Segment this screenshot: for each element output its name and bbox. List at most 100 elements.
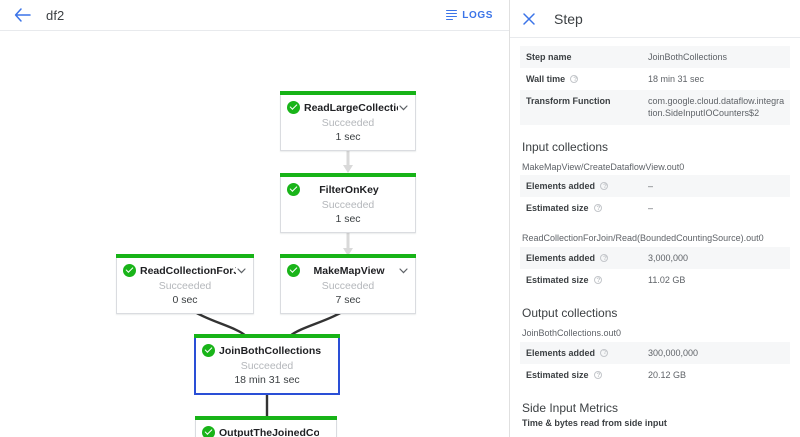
node-time-label: 0 sec: [172, 294, 198, 306]
node-time-label: 1 sec: [335, 213, 361, 225]
table-row: Elements added 3,000,000: [520, 247, 790, 270]
chevron-down-icon[interactable]: [398, 104, 409, 111]
row-label: Transform Function: [520, 90, 642, 125]
row-label: Step name: [520, 46, 642, 69]
chevron-down-icon[interactable]: [398, 267, 409, 274]
side-input-metrics-title: Side Input Metrics: [522, 401, 619, 416]
row-label: Elements added: [520, 341, 642, 365]
table-row: Step name JoinBothCollections: [520, 46, 790, 69]
spacer: [520, 219, 790, 232]
row-value: com.google.cloud.dataflow.integration.Si…: [642, 90, 790, 125]
node-title: ReadCollectionForJoin: [140, 264, 236, 277]
chevron-down-icon[interactable]: [236, 267, 247, 274]
table-row: Wall time 18 min 31 sec: [520, 68, 790, 90]
output-collections-title: Output collections: [522, 306, 618, 321]
row-label-text: Estimated size: [526, 203, 589, 214]
row-value: 20.12 GB: [648, 370, 687, 381]
help-icon[interactable]: [600, 181, 609, 192]
node-header: ReadLargeCollectionFr...: [281, 95, 415, 114]
node-status-stripe: [280, 254, 416, 258]
row-label: Wall time: [520, 68, 642, 90]
node-header: FilterOnKey: [281, 177, 415, 196]
node-time-label: 7 sec: [335, 294, 361, 306]
job-title: df2: [46, 7, 65, 23]
row-label-text: Wall time: [526, 74, 566, 85]
help-icon[interactable]: [593, 203, 603, 214]
logs-list-icon: [446, 9, 458, 21]
panel-title: Step: [554, 10, 583, 27]
pipeline-pane: df2 LOGS: [0, 0, 510, 437]
help-icon[interactable]: [593, 370, 603, 381]
node-time-label: 18 min 31 sec: [234, 374, 300, 386]
row-value: 18 min 31 sec: [648, 74, 705, 85]
table-row: Elements added –: [520, 175, 790, 198]
node-status-label: Succeeded: [321, 280, 375, 292]
graph-node-join-both-collections[interactable]: JoinBothCollections Succeeded 18 min 31 …: [194, 334, 340, 395]
row-label-text: Estimated size: [526, 370, 589, 381]
node-status-label: Succeeded: [158, 280, 212, 292]
panel-header: Step: [510, 0, 800, 38]
help-icon[interactable]: [570, 74, 579, 85]
help-icon[interactable]: [600, 253, 609, 264]
node-status-label: Succeeded: [321, 199, 375, 211]
back-arrow-icon[interactable]: [12, 5, 32, 25]
output-collection-metrics-0: Elements added 300,000,000 Estimated siz…: [520, 341, 790, 386]
node-header: OutputTheJoinedCollec...: [196, 420, 336, 437]
table-row: Estimated size –: [520, 197, 790, 219]
success-check-icon: [287, 101, 300, 114]
column-header-side-input-collection: Side input collection: [520, 432, 650, 437]
row-label-text: Estimated size: [526, 275, 589, 286]
side-input-metrics-subtitle: Time & bytes read from side input: [522, 418, 667, 429]
pipeline-graph[interactable]: ReadLargeCollectionFr... Succeeded 1 sec…: [0, 31, 509, 437]
graph-node-filter-on-key[interactable]: FilterOnKey Succeeded 1 sec: [280, 173, 416, 233]
node-title: MakeMapView: [313, 264, 385, 277]
step-summary-table: Step name JoinBothCollections Wall time …: [520, 46, 790, 125]
node-title: FilterOnKey: [319, 183, 379, 196]
node-title: OutputTheJoinedCollec...: [219, 426, 319, 437]
row-value: –: [648, 203, 654, 214]
side-input-metrics-table: Side input collection Time spent reading…: [520, 432, 790, 437]
node-header: ReadCollectionForJoin: [117, 258, 253, 277]
logs-button[interactable]: LOGS: [442, 7, 497, 24]
node-status-stripe: [280, 91, 416, 95]
table-row: Elements added 300,000,000: [520, 341, 790, 365]
success-check-icon: [287, 264, 300, 277]
panel-body: Step name JoinBothCollections Wall time …: [510, 38, 800, 437]
input-collection-metrics-0: Elements added – Estimated size –: [520, 175, 790, 219]
node-status-label: Succeeded: [321, 117, 375, 129]
row-value: –: [642, 175, 790, 198]
input-collection-name: ReadCollectionForJoin/Read(BoundedCounti…: [522, 233, 764, 244]
help-icon[interactable]: [593, 275, 603, 286]
table-row: Estimated size 20.12 GB: [520, 364, 790, 386]
row-label: Elements added: [520, 175, 642, 198]
node-time-label: 1 sec: [335, 131, 361, 143]
node-title: JoinBothCollections: [219, 344, 321, 357]
graph-node-output-the-joined-collection[interactable]: OutputTheJoinedCollec... Succeeded 18 se…: [195, 416, 337, 437]
row-label-text: Elements added: [526, 347, 596, 358]
table-row: Transform Function com.google.cloud.data…: [520, 90, 790, 125]
help-icon[interactable]: [600, 347, 609, 358]
row-label: Estimated size: [520, 197, 642, 219]
success-check-icon: [202, 426, 215, 437]
graph-node-read-collection-for-join[interactable]: ReadCollectionForJoin Succeeded 0 sec: [116, 254, 254, 314]
node-status-stripe: [280, 173, 416, 177]
input-collection-metrics-1: Elements added 3,000,000 Estimated size …: [520, 247, 790, 291]
graph-node-read-large-collection[interactable]: ReadLargeCollectionFr... Succeeded 1 sec: [280, 91, 416, 151]
output-collection-name: JoinBothCollections.out0: [522, 328, 622, 339]
row-value: 11.02 GB: [648, 275, 686, 286]
row-value: 3,000,000: [642, 247, 790, 270]
step-details-panel: Step Step name JoinBothCollections Wall …: [510, 0, 800, 437]
row-label-text: Elements added: [526, 181, 596, 192]
row-label: Elements added: [520, 247, 642, 270]
node-title: ReadLargeCollectionFr...: [304, 101, 398, 114]
success-check-icon: [202, 344, 215, 357]
graph-node-make-map-view[interactable]: MakeMapView Succeeded 7 sec: [280, 254, 416, 314]
close-icon[interactable]: [520, 10, 538, 28]
node-header: JoinBothCollections: [196, 338, 338, 357]
logs-button-label: LOGS: [462, 9, 493, 21]
input-collection-name: MakeMapView/CreateDataflowView.out0: [522, 161, 685, 172]
node-status-stripe: [116, 254, 254, 258]
input-collections-title: Input collections: [522, 139, 609, 154]
column-header-time-spent-reading: Time spent reading: [649, 432, 728, 437]
